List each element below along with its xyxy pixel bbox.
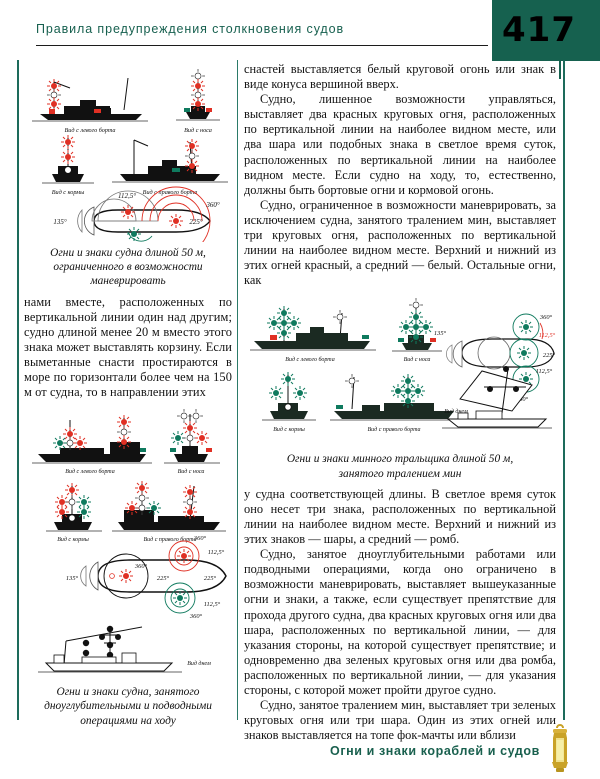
ship-view-starboard-side: Вид с правого борта — [330, 373, 460, 433]
angle-label: 112,5° — [208, 549, 225, 556]
angle-label: 112,5° — [118, 192, 136, 200]
view-label: Вид с правого борта — [143, 189, 198, 196]
ship-view-bow: Вид с носа — [164, 408, 220, 475]
figure-minesweeper: Вид с левого борта Вид с носа — [244, 293, 556, 448]
figure-2-caption: Огни и знаки судна, занятого дноуглубите… — [44, 686, 212, 727]
ship-view-port-side: Вид с левого борта — [250, 305, 376, 363]
angle-label: 360° — [205, 201, 220, 209]
view-label: Вид с левого борта — [65, 127, 116, 134]
left-paragraph-1: нами вместе, расположенных по вертикальн… — [24, 294, 232, 400]
figure-3-caption-line-1: Огни и знаки минного тральщика длиной 50… — [286, 453, 514, 466]
figure-1-caption: Огни и знаки судна длиной 50 м, ограниче… — [50, 247, 206, 288]
ship-view-bow: Вид с носа — [176, 68, 220, 134]
angle-label: 112,5° — [539, 332, 556, 339]
view-label: Вид с кормы — [273, 426, 305, 433]
right-column: снастей выставляется белый круговой огон… — [244, 62, 556, 743]
angle-label: 225° — [543, 352, 556, 359]
right-paragraph-1: снастей выставляется белый круговой огон… — [244, 62, 556, 92]
angle-label: 360° — [134, 563, 148, 570]
page-number: 417 — [502, 10, 576, 50]
ship-day-view: Вид днем — [38, 626, 211, 673]
right-paragraph-4: у судна соответствующей длины. В светлое… — [244, 486, 556, 547]
column-divider-rule — [237, 60, 239, 720]
ship-view-stern: Вид с кормы — [262, 371, 316, 433]
view-label: Вид с кормы — [57, 536, 89, 543]
page-title: Правила предупреждения столкновения судо… — [36, 22, 345, 36]
view-label: Вид днем — [187, 660, 211, 667]
view-label: Вид с правого борта — [368, 426, 421, 433]
view-label: Вид с левого борта — [285, 356, 334, 363]
view-label: Вид с носа — [404, 356, 431, 363]
view-label: Вид с носа — [178, 468, 205, 475]
figure-restricted-manoeuvre: Вид с левого борта Вид с носа — [24, 62, 232, 242]
figure-3-caption-line-2: занятого тралением мин — [338, 467, 462, 480]
right-paragraph-6: Судно, занятое тралением мин, выставляет… — [244, 698, 556, 743]
header-rule — [36, 45, 488, 46]
angle-label: 360° — [189, 613, 203, 620]
left-column: Вид с левого борта Вид с носа — [24, 62, 232, 734]
angle-label: 360° — [193, 535, 207, 542]
ship-view-port-side: Вид с левого борта — [32, 77, 148, 134]
ship-view-starboard-side: Вид с правого борта — [112, 138, 228, 196]
angle-label: 225° — [204, 575, 217, 582]
angle-label: 225° — [157, 575, 170, 582]
view-label: Вид с кормы — [52, 189, 85, 196]
angle-label: 112,5° — [204, 601, 221, 608]
angle-label: 225° — [189, 218, 203, 226]
angle-label: 112,5° — [536, 368, 553, 375]
light-sector-plan-diagram: 112,5° 135° 360° 225° — [53, 186, 220, 242]
angle-label: 360° — [539, 314, 553, 321]
right-paragraph-2: Судно, лишенное возможности управляться,… — [244, 92, 556, 197]
angle-label: 135° — [53, 218, 67, 226]
right-paragraph-5: Судно, занятое дноуглубительными работам… — [244, 547, 556, 698]
view-label: Вид с носа — [184, 127, 212, 134]
right-border-rule — [563, 60, 565, 720]
angle-label: 360° — [515, 396, 529, 403]
figure-dredging-day-view: Вид днем — [24, 621, 232, 681]
ship-view-port-side: Вид с левого борта — [32, 414, 152, 475]
light-sector-plan-diagram: 360° 225° 135° 360° 112,5° 225° 112,5° 3… — [66, 535, 227, 620]
footer-title: Огни и знаки кораблей и судов — [330, 744, 540, 758]
light-sector-plan-diagram: 135° 360° 112,5° 225° 112,5° 360° — [434, 313, 556, 403]
figure-3-caption: Огни и знаки минного тральщика длиной 50… — [244, 452, 556, 480]
view-label: Вид днем — [444, 408, 468, 415]
figure-dredging-operations: Вид с левого борта Вид с носа — [24, 406, 232, 621]
ship-view-stern: Вид с кормы — [46, 482, 102, 543]
angle-label: 135° — [66, 575, 79, 582]
page-number-stem — [559, 61, 561, 79]
ship-view-starboard-side: Вид с правого борта — [112, 480, 226, 543]
view-label: Вид с левого борта — [65, 468, 114, 475]
left-border-rule — [17, 60, 19, 720]
right-paragraph-3: Судно, ограниченное в возможности маневр… — [244, 197, 556, 288]
angle-label: 135° — [434, 330, 447, 337]
ship-day-view: Вид днем — [442, 366, 552, 429]
ship-view-stern: Вид с кормы — [42, 134, 94, 196]
lantern-icon — [552, 724, 568, 772]
view-label: Вид с правого борта — [144, 536, 197, 543]
page-number-block — [492, 0, 600, 61]
ship-view-bow: Вид с носа — [392, 298, 442, 363]
